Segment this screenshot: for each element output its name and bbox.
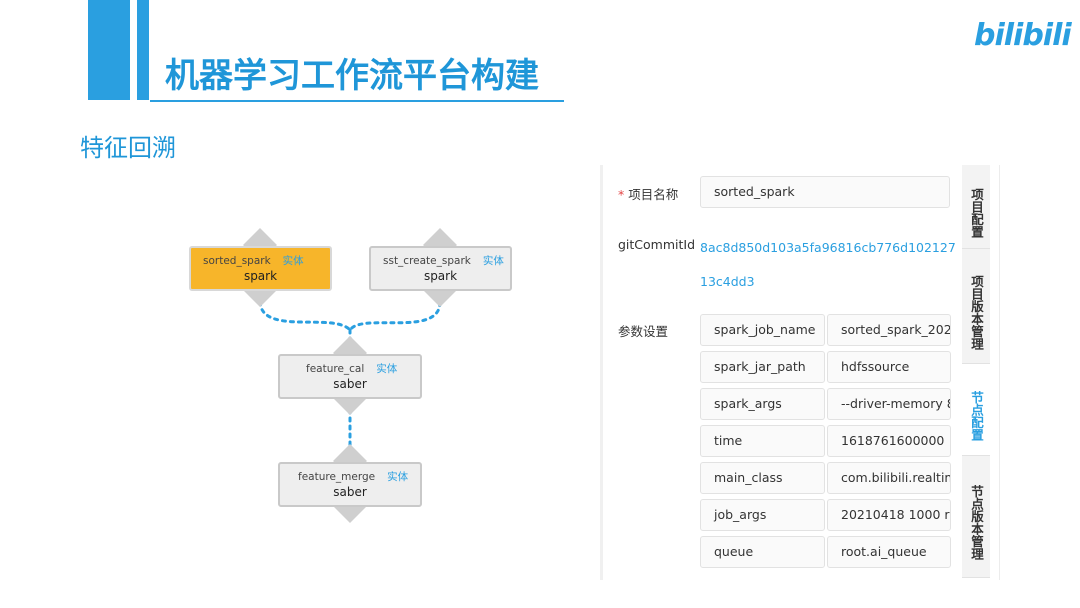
param-value[interactable]: sorted_spark_202 [827,314,951,346]
param-key[interactable]: spark_args [700,388,825,420]
node-name: sst_create_spark [383,255,471,267]
header-accent-bar-thin [137,0,149,100]
git-commit-label: gitCommitId [618,237,696,252]
param-value[interactable]: com.bilibili.realtim [827,462,951,494]
node-type: spark [243,269,278,283]
title-underline [150,100,564,102]
param-value[interactable]: 20210418 1000 r [827,499,951,531]
node-name: feature_cal [306,363,365,375]
param-key[interactable]: job_args [700,499,825,531]
tab-node-version[interactable]: 节点版本管理 [962,456,990,578]
required-marker: * [618,187,625,202]
slide-title: 机器学习工作流平台构建 [165,56,539,96]
param-value[interactable]: 1618761600000 [827,425,951,457]
project-name-label: *项目名称 [618,187,679,202]
param-key[interactable]: time [700,425,825,457]
dag-edge-merge [258,300,442,333]
param-value[interactable]: root.ai_queue [827,536,951,568]
param-key[interactable]: queue [700,536,825,568]
param-key[interactable]: spark_jar_path [700,351,825,383]
side-tabs: 项目配置 项目版本管理 节点配置 节点版本管理 [962,165,990,580]
git-commit-link[interactable]: 8ac8d850d103a5fa96816cb776d10212713c4dd3 [700,240,956,289]
node-name: sorted_spark [203,255,271,267]
dag-node-sorted-spark[interactable]: sorted_spark 实体 spark [189,246,332,291]
node-entity-tag: 实体 [482,255,504,267]
tab-project-version[interactable]: 项目版本管理 [962,249,990,364]
tab-node-config[interactable]: 节点配置 [962,364,990,456]
bilibili-logo: bilibili [974,18,1072,53]
param-key[interactable]: main_class [700,462,825,494]
tab-project-config[interactable]: 项目配置 [962,165,990,249]
workflow-dag: sorted_spark 实体 spark sst_create_spark 实体 … [189,228,512,523]
node-name: feature_merge [298,471,376,483]
dag-node-feature-cal[interactable]: feature_cal 实体 saber [278,354,422,399]
param-value[interactable]: --driver-memory 8 [827,388,951,420]
param-key[interactable]: spark_job_name [700,314,825,346]
node-entity-tag: 实体 [282,255,304,267]
param-value[interactable]: hdfssource [827,351,951,383]
params-label: 参数设置 [618,324,669,339]
project-name-field[interactable]: sorted_spark [700,176,950,208]
node-config-panel: *项目名称 sorted_spark gitCommitId 8ac8d850d… [600,165,1000,580]
node-entity-tag: 实体 [376,363,398,375]
dag-edges [258,300,442,462]
slide-subtitle: 特征回溯 [80,134,176,162]
node-type: saber [333,377,367,391]
node-entity-tag: 实体 [387,471,409,483]
dag-node-feature-merge[interactable]: feature_merge 实体 saber [278,462,422,507]
header-accent-bar [88,0,130,100]
dag-node-sst-create-spark[interactable]: sst_create_spark 实体 spark [369,246,512,291]
node-type: saber [333,485,367,499]
node-type: spark [423,269,458,283]
